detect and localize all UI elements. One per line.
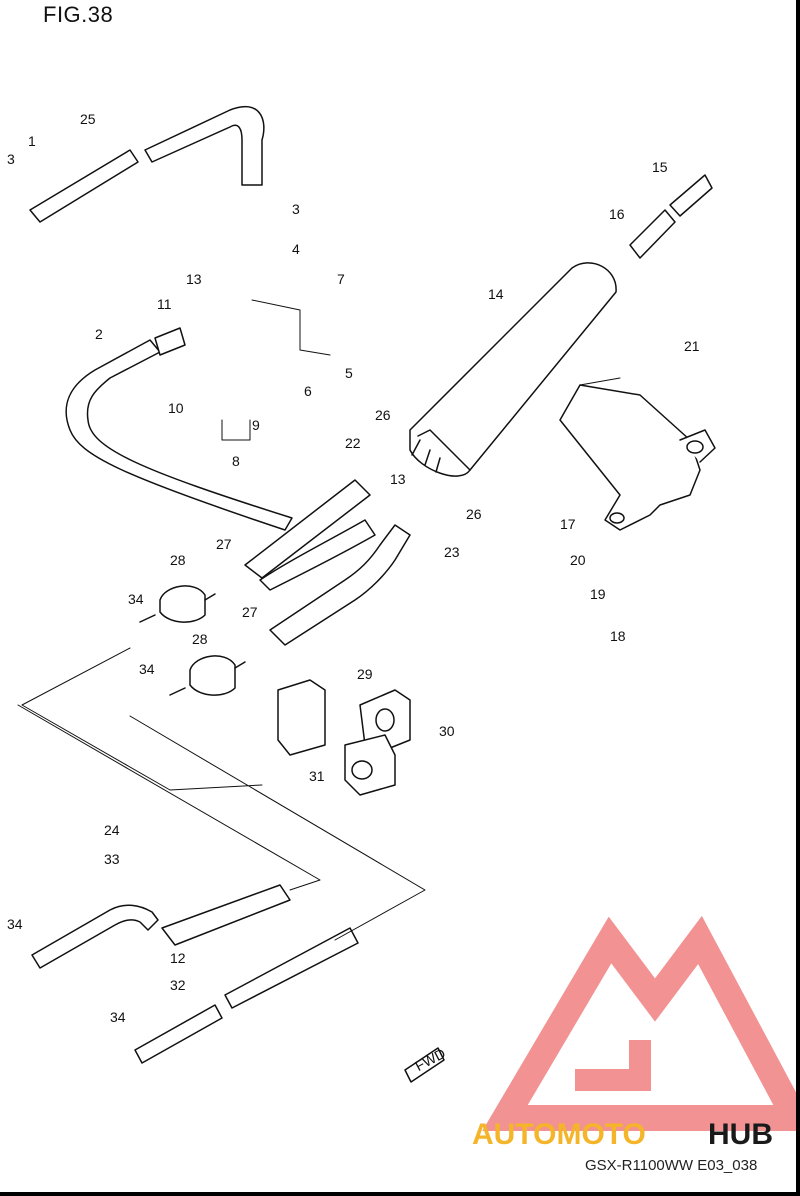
callout-16: 16 <box>609 206 625 222</box>
callout-33: 33 <box>104 851 120 867</box>
hose-25 <box>29 105 265 223</box>
callout-17: 17 <box>560 516 576 532</box>
callout-labels: 3 1 25 3 4 7 13 11 2 5 6 10 9 8 14 15 16… <box>7 111 700 1025</box>
callout-4: 4 <box>292 241 300 257</box>
connector-lines <box>17 299 621 941</box>
callout-28b: 28 <box>192 631 208 647</box>
watermark-logo <box>482 915 800 1131</box>
canister-14 <box>409 262 617 477</box>
callout-26a: 26 <box>375 407 391 423</box>
callout-5: 5 <box>345 365 353 381</box>
callout-1: 1 <box>28 133 36 149</box>
figure-caption: GSX-R1100WW E03_038 <box>585 1157 758 1174</box>
callout-27a: 27 <box>216 536 232 552</box>
callout-10: 10 <box>168 400 184 416</box>
fwd-arrow <box>404 1047 445 1083</box>
callout-8: 8 <box>232 453 240 469</box>
callout-34b: 34 <box>139 661 155 677</box>
callout-32: 32 <box>170 977 186 993</box>
bracket-29 <box>277 679 326 756</box>
callout-34d: 34 <box>110 1009 126 1025</box>
callout-12: 12 <box>170 950 186 966</box>
callout-18: 18 <box>610 628 626 644</box>
callout-2: 2 <box>95 326 103 342</box>
callout-25: 25 <box>80 111 96 127</box>
callout-27b: 27 <box>242 604 258 620</box>
callout-30: 30 <box>439 723 455 739</box>
callout-15: 15 <box>652 159 668 175</box>
hose-15 <box>629 174 713 259</box>
callout-3a: 3 <box>7 151 15 167</box>
hoses-12-32 <box>134 927 359 1064</box>
watermark-brand-part1: AUTOMOTO <box>472 1118 646 1151</box>
callout-13a: 13 <box>186 271 202 287</box>
callout-24: 24 <box>104 822 120 838</box>
hoses-22-23 <box>244 479 411 646</box>
watermark-brand-part2: HUB <box>708 1118 773 1151</box>
figure-title: FIG.38 <box>43 2 114 27</box>
callout-19: 19 <box>590 586 606 602</box>
callout-26b: 26 <box>466 506 482 522</box>
callout-11: 11 <box>157 296 172 312</box>
valve-28-lower <box>169 655 246 696</box>
callout-28a: 28 <box>170 552 186 568</box>
callout-20: 20 <box>570 552 586 568</box>
callout-9: 9 <box>252 417 260 433</box>
callout-6: 6 <box>304 383 312 399</box>
callout-29: 29 <box>357 666 373 682</box>
callout-34a: 34 <box>128 591 144 607</box>
callout-22: 22 <box>345 435 361 451</box>
callout-14: 14 <box>488 286 504 302</box>
bottom-frame-border <box>0 1192 800 1196</box>
callout-23: 23 <box>444 544 460 560</box>
bracket-30 <box>344 689 411 796</box>
callout-31: 31 <box>309 768 325 784</box>
callout-34c: 34 <box>7 916 23 932</box>
right-frame-border <box>796 0 800 1196</box>
valve-28-upper <box>139 585 216 623</box>
hose-2 <box>65 327 293 531</box>
callout-13b: 13 <box>390 471 406 487</box>
bracket-17 <box>559 384 716 531</box>
callout-3b: 3 <box>292 201 300 217</box>
hoses-24-33 <box>31 884 291 969</box>
callout-21: 21 <box>684 338 700 354</box>
callout-7: 7 <box>337 271 345 287</box>
